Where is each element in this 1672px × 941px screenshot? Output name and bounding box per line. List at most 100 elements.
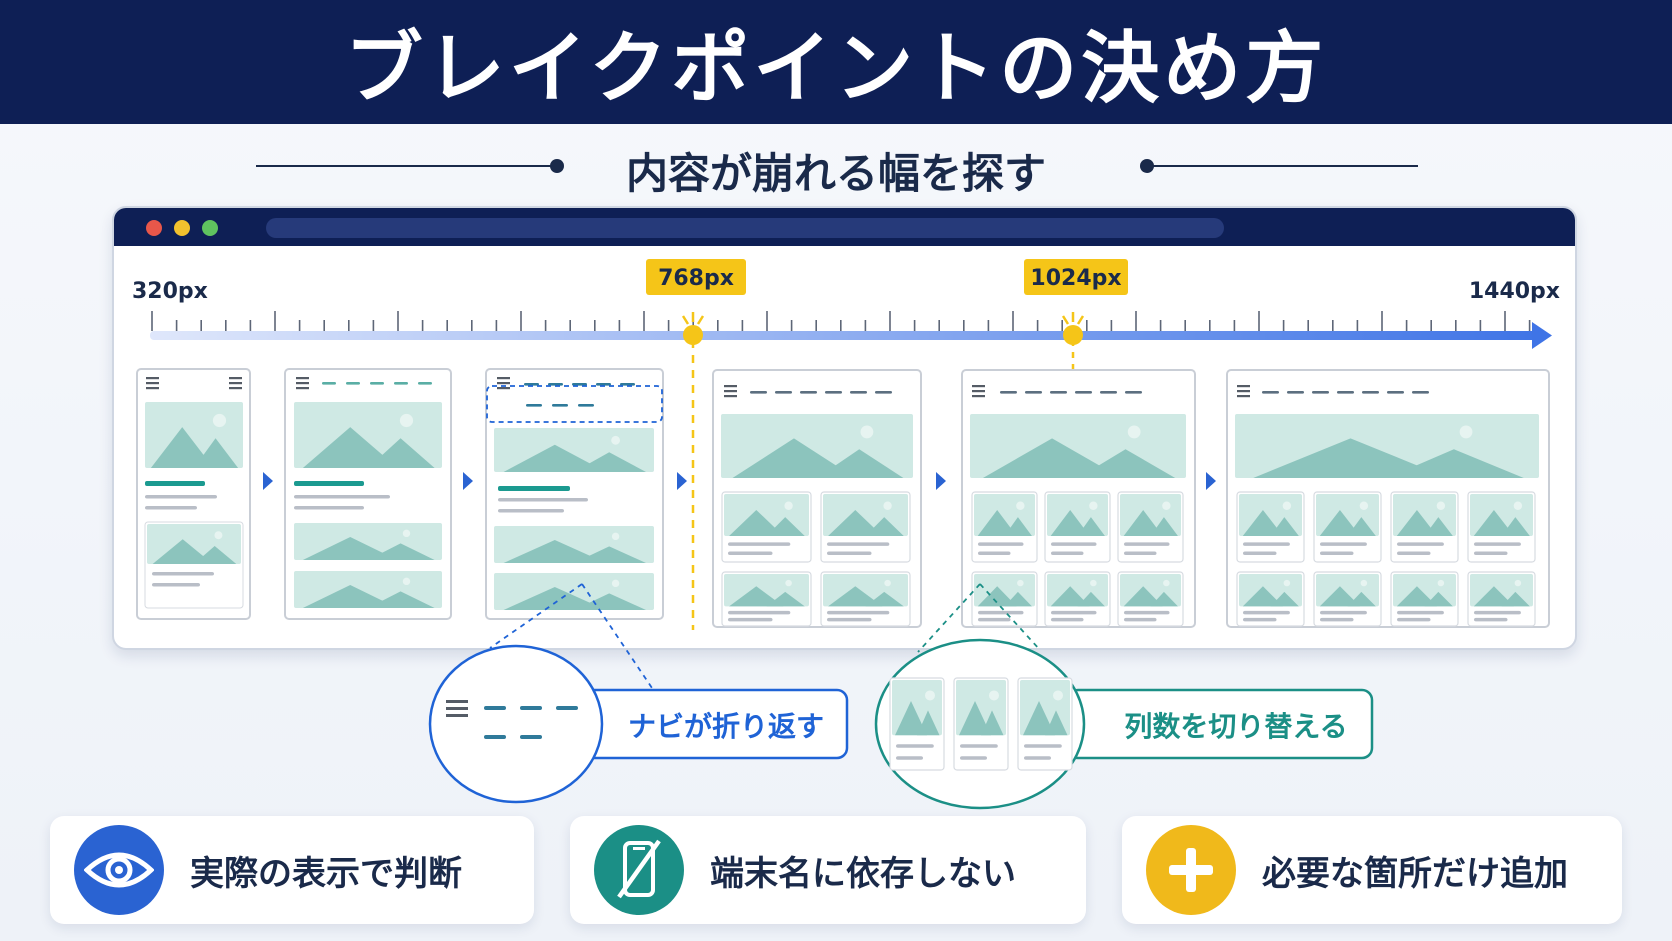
subtitle-row: 内容が崩れる幅を探す xyxy=(0,136,1672,198)
text-line xyxy=(978,551,1011,555)
text-line xyxy=(1397,542,1444,546)
feature-card-visual-judgement: 実際の表示で判断 xyxy=(50,816,534,924)
image-placeholder-icon xyxy=(294,523,442,560)
ruler-ticks xyxy=(151,311,1531,331)
step-arrow-icon xyxy=(263,472,273,490)
text-line xyxy=(1243,610,1290,615)
content-card xyxy=(820,491,911,563)
text-line xyxy=(1051,610,1097,615)
text-line xyxy=(1320,610,1367,615)
image-placeholder-icon xyxy=(1470,494,1533,536)
text-line xyxy=(145,495,217,499)
text-line xyxy=(1397,617,1431,622)
nav-links xyxy=(524,383,635,386)
text-line xyxy=(1397,610,1444,615)
text-line xyxy=(728,617,773,622)
step-arrow-icon xyxy=(936,472,946,490)
content-card xyxy=(1117,491,1184,563)
text-line xyxy=(1474,617,1508,622)
layout-wide-four-column xyxy=(1226,369,1550,628)
breakpoint-label: 1024px xyxy=(1030,266,1121,291)
minimize-dot-icon[interactable] xyxy=(174,220,190,236)
image-placeholder-icon xyxy=(1316,494,1379,536)
image-placeholder-icon xyxy=(974,574,1035,607)
text-line xyxy=(1474,610,1521,615)
subtitle-dot-left xyxy=(550,159,564,173)
content-card xyxy=(1236,491,1305,563)
text-line xyxy=(1243,617,1277,622)
nav-links xyxy=(1000,391,1142,394)
content-card xyxy=(1044,491,1111,563)
feature-label: 実際の表示で判断 xyxy=(190,853,462,894)
text-line xyxy=(1320,542,1367,546)
hamburger-icon xyxy=(296,377,309,390)
feature-label: 端末名に依存しない xyxy=(710,853,1016,894)
callout-nav-wrap: ナビが折り返す xyxy=(428,583,849,804)
page-title: ブレイクポイントの決め方 xyxy=(344,24,1328,114)
layout-tablet-wrap xyxy=(485,368,664,620)
text-line xyxy=(152,583,200,587)
content-card xyxy=(1117,571,1184,627)
address-bar[interactable] xyxy=(266,218,1224,238)
feature-label: 必要な箇所だけ追加 xyxy=(1262,853,1568,894)
text-line xyxy=(1124,617,1157,622)
content-card xyxy=(1017,677,1073,771)
image-placeholder-icon xyxy=(892,680,942,736)
content-card xyxy=(889,677,945,771)
maximize-dot-icon[interactable] xyxy=(202,220,218,236)
content-card xyxy=(1390,491,1459,563)
zoom-lens xyxy=(428,644,604,804)
text-line xyxy=(1320,617,1354,622)
text-line xyxy=(1024,756,1051,760)
wrap-highlight xyxy=(486,385,663,423)
image-placeholder-icon xyxy=(1120,574,1181,607)
width-ruler: 320px 1440px xyxy=(132,279,1560,349)
ruler-start-label: 320px xyxy=(132,279,208,304)
step-arrow-icon xyxy=(463,472,473,490)
ruler-arrow-icon xyxy=(1532,322,1552,349)
layout-small-tablet xyxy=(284,368,452,620)
image-placeholder-icon xyxy=(1239,494,1302,536)
text-line xyxy=(498,509,564,513)
text-line xyxy=(728,551,773,555)
image-placeholder-icon xyxy=(1047,494,1108,536)
step-arrow-icon xyxy=(1206,472,1216,490)
content-card xyxy=(1467,571,1536,627)
plus-icon xyxy=(1146,825,1236,915)
image-placeholder-icon xyxy=(823,494,908,536)
spark-icon xyxy=(681,312,705,325)
content-card xyxy=(971,491,1038,563)
image-placeholder-icon xyxy=(1235,414,1539,478)
close-dot-icon[interactable] xyxy=(146,220,162,236)
hamburger-icon xyxy=(229,377,242,390)
hamburger-icon xyxy=(972,385,985,398)
text-line xyxy=(978,617,1011,622)
text-line xyxy=(1243,542,1290,546)
text-line xyxy=(1051,617,1084,622)
content-card xyxy=(953,677,1009,771)
hamburger-icon xyxy=(146,377,159,390)
content-card xyxy=(1313,571,1382,627)
text-line xyxy=(145,506,197,510)
callout-label: 列数を切り替える xyxy=(1124,710,1347,743)
content-card xyxy=(721,491,812,563)
breakpoint-marker xyxy=(1063,325,1083,345)
text-line xyxy=(294,506,364,510)
image-placeholder-icon xyxy=(1470,574,1533,607)
text-line xyxy=(827,542,890,546)
image-placeholder-icon xyxy=(721,414,913,478)
image-placeholder-icon xyxy=(956,680,1006,736)
spark-icon xyxy=(1061,312,1085,325)
image-placeholder-icon xyxy=(145,402,243,468)
text-line xyxy=(1124,551,1157,555)
breakpoint-label: 768px xyxy=(658,266,734,291)
breakpoint-768: 768px xyxy=(646,259,746,630)
subtitle-line-right xyxy=(1150,165,1418,167)
text-line xyxy=(1051,551,1084,555)
text-line xyxy=(728,542,791,546)
text-line xyxy=(896,756,923,760)
text-line xyxy=(978,610,1024,615)
text-line xyxy=(498,486,570,491)
image-placeholder-icon xyxy=(974,494,1035,536)
